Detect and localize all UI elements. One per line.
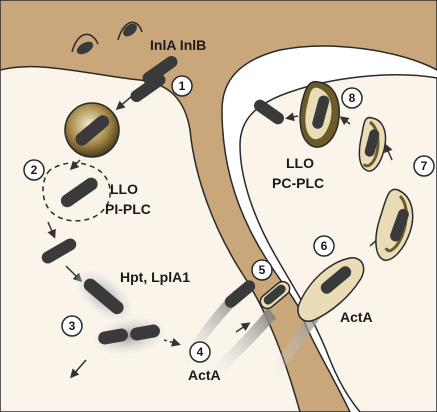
step-marker-8: 8 xyxy=(342,88,362,108)
label-acta-left: ActA xyxy=(188,367,221,383)
label-pc-plc: PC-PLC xyxy=(272,175,324,191)
step-marker-5: 5 xyxy=(252,260,272,280)
step-marker-3: 3 xyxy=(62,316,82,336)
svg-text:7: 7 xyxy=(421,159,428,173)
label-acta-right: ActA xyxy=(340,309,373,325)
step-marker-2: 2 xyxy=(24,160,44,180)
svg-text:2: 2 xyxy=(31,163,38,177)
step-marker-7: 7 xyxy=(414,156,434,176)
svg-text:8: 8 xyxy=(349,91,356,105)
label-llo-pi: LLO xyxy=(110,181,138,197)
label-llo-pc: LLO xyxy=(286,155,314,171)
entry-vacuole xyxy=(65,103,119,157)
label-pi-plc: PI-PLC xyxy=(105,201,151,217)
label-hpt-lpla1: Hpt, LplA1 xyxy=(120,269,190,285)
step-marker-6: 6 xyxy=(314,236,334,256)
step-marker-4: 4 xyxy=(190,342,210,362)
svg-text:6: 6 xyxy=(321,239,328,253)
svg-text:4: 4 xyxy=(197,345,204,359)
svg-text:5: 5 xyxy=(259,263,266,277)
step-marker-1: 1 xyxy=(172,76,192,96)
svg-text:1: 1 xyxy=(179,79,186,93)
svg-text:3: 3 xyxy=(69,319,76,333)
step-8-vacuole-lysis xyxy=(300,82,339,147)
label-inla-inlb: InlA InlB xyxy=(150,37,206,53)
